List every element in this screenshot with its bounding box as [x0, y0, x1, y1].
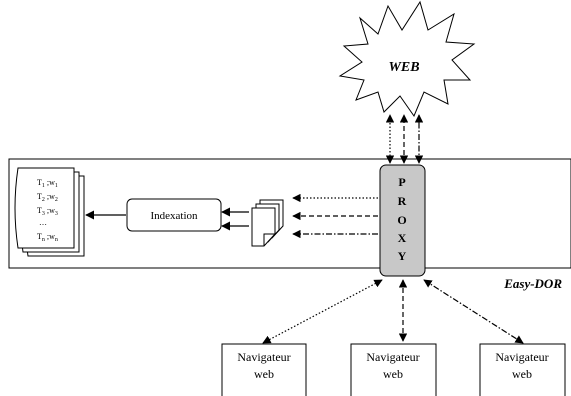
proxy-letter: X: [398, 231, 407, 245]
proxy: P R O X Y: [379, 164, 426, 277]
proxy-letter: R: [398, 194, 407, 208]
easy-dor-label: Easy-DOR: [503, 276, 562, 291]
term-row: T1 ;w1: [37, 178, 58, 189]
term-row: Tn ;wn: [37, 232, 58, 243]
document-stack-icon: [251, 199, 284, 247]
web-label: WEB: [388, 60, 419, 75]
indexation-box: [126, 198, 222, 232]
web-cloud: WEB: [338, 0, 476, 118]
term-ellipsis: …: [39, 218, 47, 227]
proxy-docs-arrows: [292, 193, 378, 239]
proxy-letter: O: [397, 213, 406, 227]
browser-label-line1: Navigateur: [237, 350, 290, 364]
proxy-box: [379, 164, 426, 277]
easy-dor-system-box: [8, 158, 571, 269]
web-cloud-shape: [338, 0, 476, 118]
browser-label-line2: web: [512, 367, 532, 381]
proxy-browser-arrow-dashdot: [423, 279, 524, 344]
browser-box: Navigateur web: [350, 343, 437, 396]
browser-label-line2: web: [383, 367, 403, 381]
docs-indexation-arrows: [221, 207, 249, 231]
proxy-letter: Y: [398, 249, 407, 263]
browser-label-line1: Navigateur: [366, 350, 419, 364]
indexation-label: Indexation: [150, 210, 198, 222]
term-weight-index: T1 ;w1 T2 ;w2 T3 ;w3 … Tn ;wn: [14, 167, 85, 257]
term-row: T2 ;w2: [37, 192, 58, 203]
proxy-web-arrows: [385, 114, 424, 164]
proxy-browser-arrows: [262, 279, 524, 344]
browser-label-line2: web: [254, 367, 274, 381]
browser-box: Navigateur web: [221, 343, 307, 396]
browser-label-line1: Navigateur: [495, 350, 548, 364]
browser-box: Navigateur web: [479, 343, 566, 396]
term-row: T3 ;w3: [37, 206, 58, 217]
indexation: Indexation: [126, 198, 222, 232]
proxy-letter: P: [398, 175, 405, 189]
proxy-browser-arrow-dotted: [262, 279, 383, 344]
